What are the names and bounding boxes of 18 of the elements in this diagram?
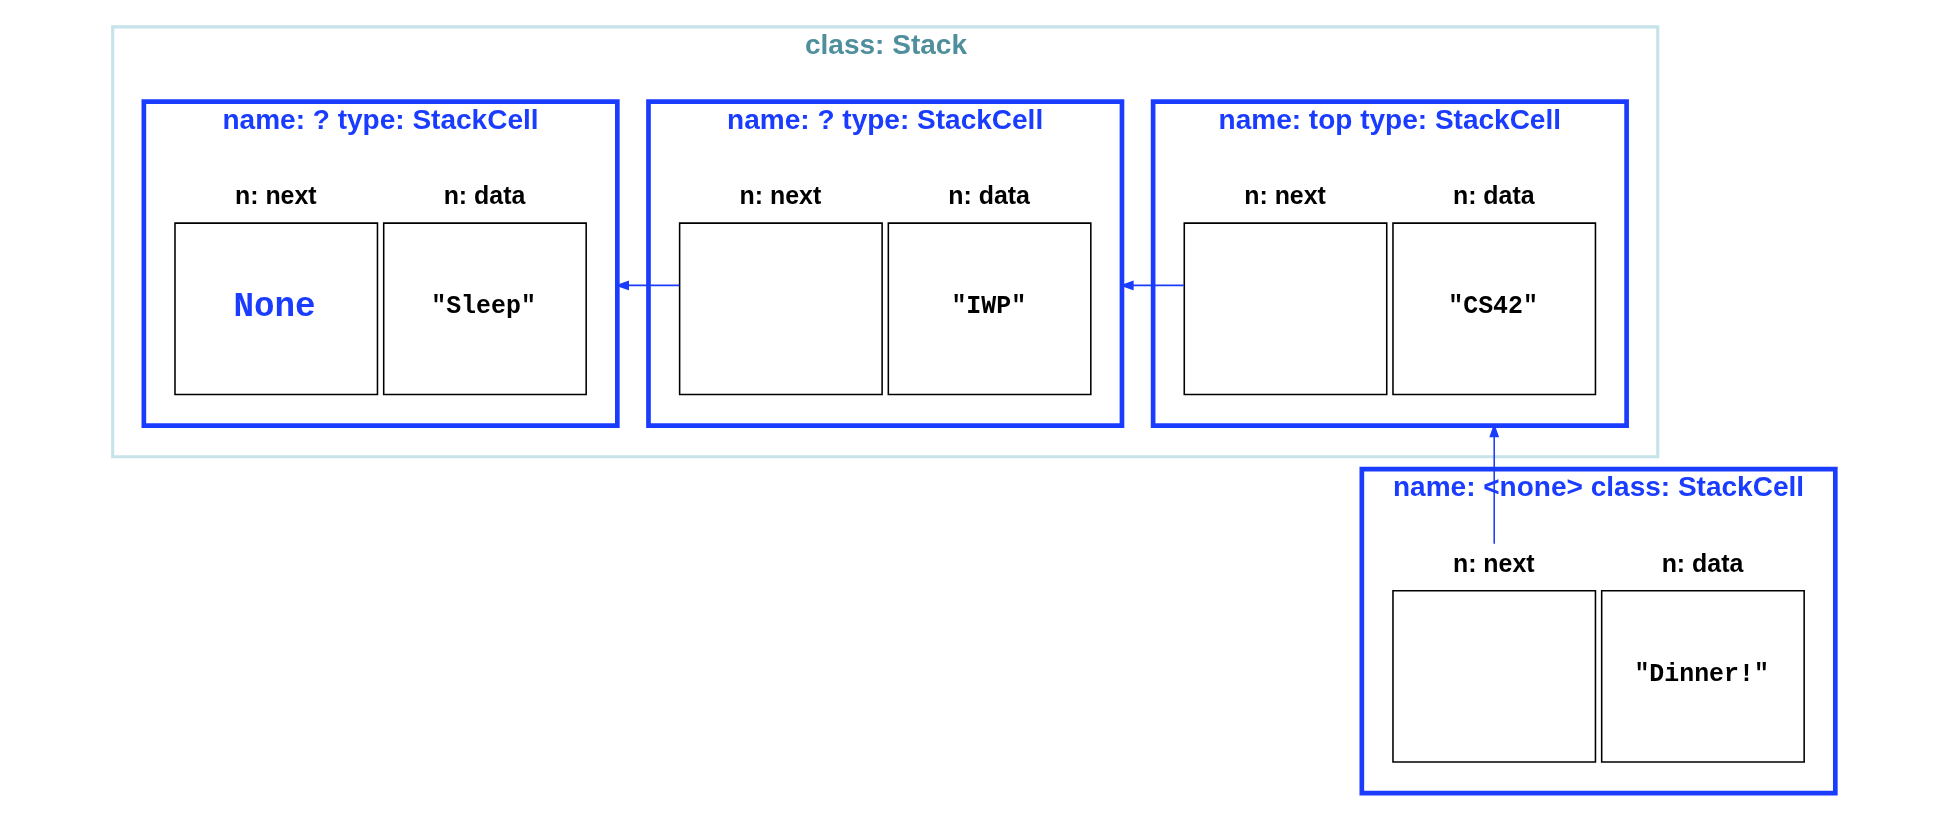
node-box: None <box>174 222 379 396</box>
node-box: "Sleep" <box>382 222 587 396</box>
arrow <box>1489 423 1500 545</box>
node-box: "IWP" <box>887 222 1092 396</box>
node-box <box>1392 589 1597 763</box>
node-label: n: next <box>234 181 317 210</box>
node-label: n: data <box>1661 548 1744 577</box>
node-label: n: data <box>948 181 1030 210</box>
node-label: n: next <box>1244 181 1326 210</box>
node-box: "Dinner!" <box>1600 589 1805 763</box>
node-label: n: data <box>1452 181 1535 210</box>
node-label: n: data <box>443 181 526 210</box>
arrow <box>1119 280 1185 291</box>
node-label: n: next <box>739 181 822 210</box>
node-box: "CS42" <box>1392 222 1597 396</box>
node-label: n: next <box>1452 548 1535 577</box>
node-box <box>1183 222 1388 396</box>
node-box <box>678 222 883 396</box>
